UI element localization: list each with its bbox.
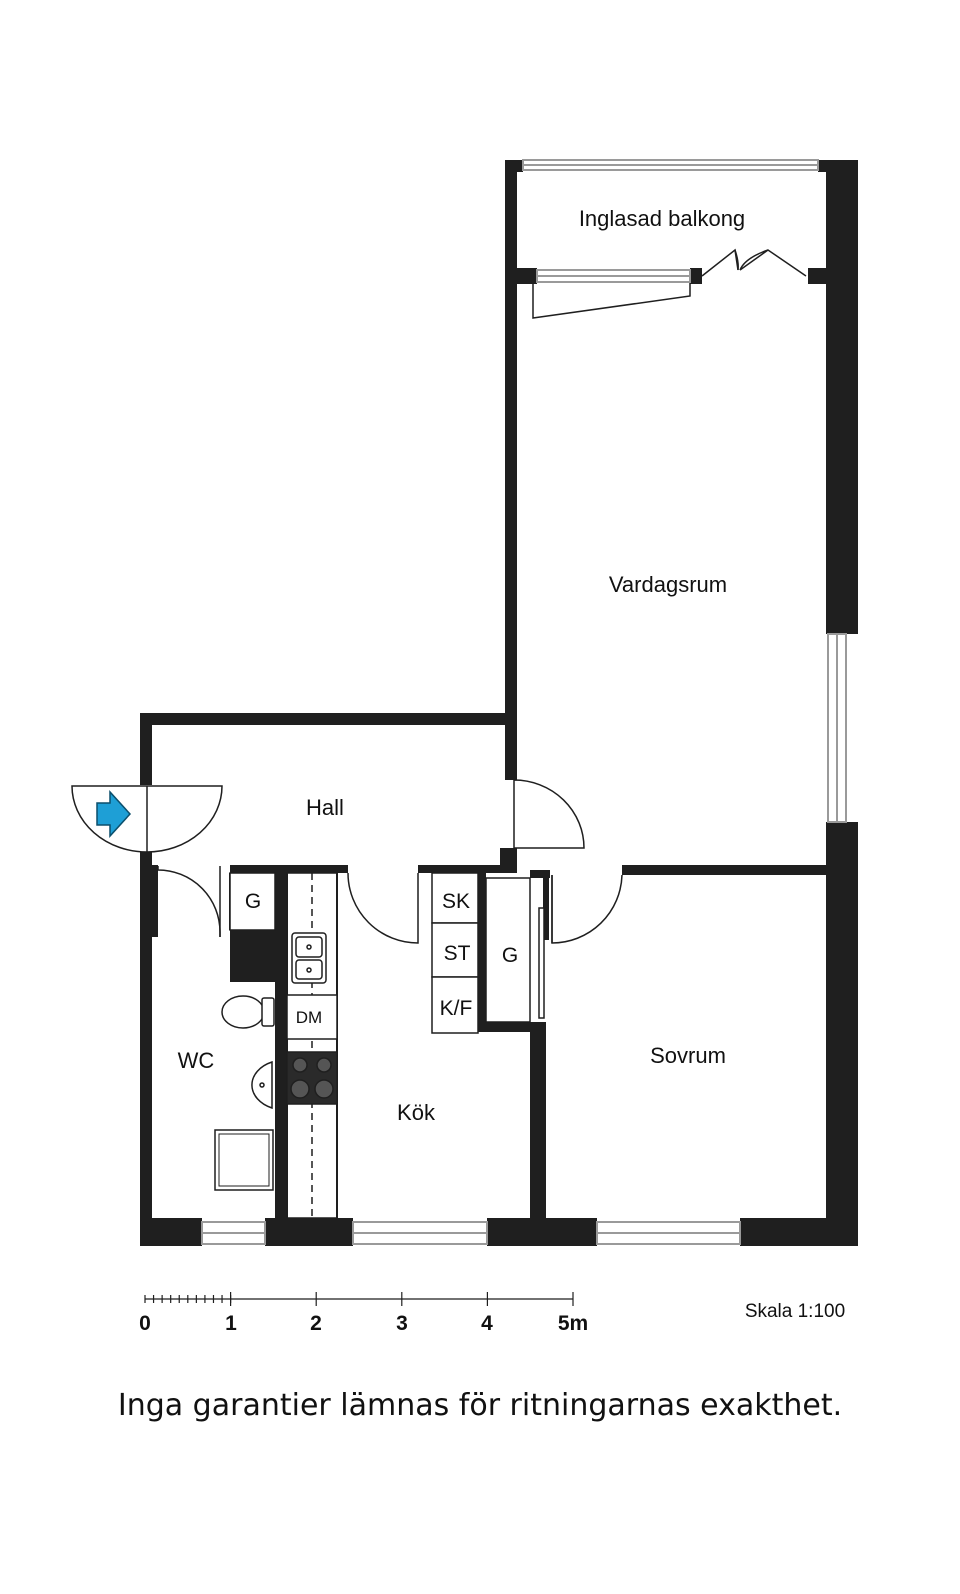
windows <box>201 159 847 1245</box>
cabinet-st-label: ST <box>444 942 471 965</box>
scale-tick-4: 4 <box>481 1312 493 1335</box>
wardrobe-hall <box>229 872 276 931</box>
cabinet-sk-label: SK <box>442 890 470 913</box>
scale-label: Skala 1:100 <box>745 1301 845 1322</box>
room-label-living: Vardagsrum <box>609 572 727 597</box>
scale-tick-2: 2 <box>310 1312 322 1335</box>
fridge-freezer <box>431 976 479 1034</box>
room-label-balcony: Inglasad balkong <box>579 206 745 231</box>
door-wc <box>157 866 221 937</box>
dishwasher-label: DM <box>296 1008 322 1027</box>
entrance-arrow-icon <box>96 790 132 838</box>
door-living <box>513 779 585 849</box>
room-label-hall: Hall <box>306 795 344 820</box>
shower <box>214 1129 274 1191</box>
scale-tick-1: 1 <box>225 1312 237 1335</box>
room-label-wc: WC <box>178 1048 215 1073</box>
scale-bar <box>144 1292 574 1306</box>
scale-tick-5: 5m <box>558 1312 588 1335</box>
room-label-kitchen: Kök <box>397 1100 436 1125</box>
dishwasher <box>286 994 338 1040</box>
scale-tick-3: 3 <box>396 1312 408 1335</box>
wardrobe-slider <box>538 907 545 1019</box>
wardrobe-hall-label: G <box>245 890 261 913</box>
disclaimer-text: Inga garantier lämnas för ritningarnas e… <box>117 1388 843 1423</box>
wardrobe-kitchen-label: G <box>502 944 518 967</box>
balcony-door-left <box>701 248 739 277</box>
scale-tick-0: 0 <box>139 1312 151 1335</box>
door-kitchen <box>347 872 419 944</box>
door-bedroom <box>551 874 623 944</box>
toilet <box>221 995 265 1029</box>
balcony-sash <box>532 283 691 319</box>
wardrobe-kitchen <box>485 877 531 1023</box>
cabinet-st <box>431 922 479 978</box>
fridge-freezer-label: K/F <box>440 997 473 1020</box>
fixtures <box>214 872 531 1219</box>
room-label-bedroom: Sovrum <box>650 1043 726 1068</box>
balcony-door-right <box>739 249 807 277</box>
cabinet-sk <box>431 872 479 924</box>
doors <box>71 248 807 1019</box>
walls <box>140 160 858 1246</box>
